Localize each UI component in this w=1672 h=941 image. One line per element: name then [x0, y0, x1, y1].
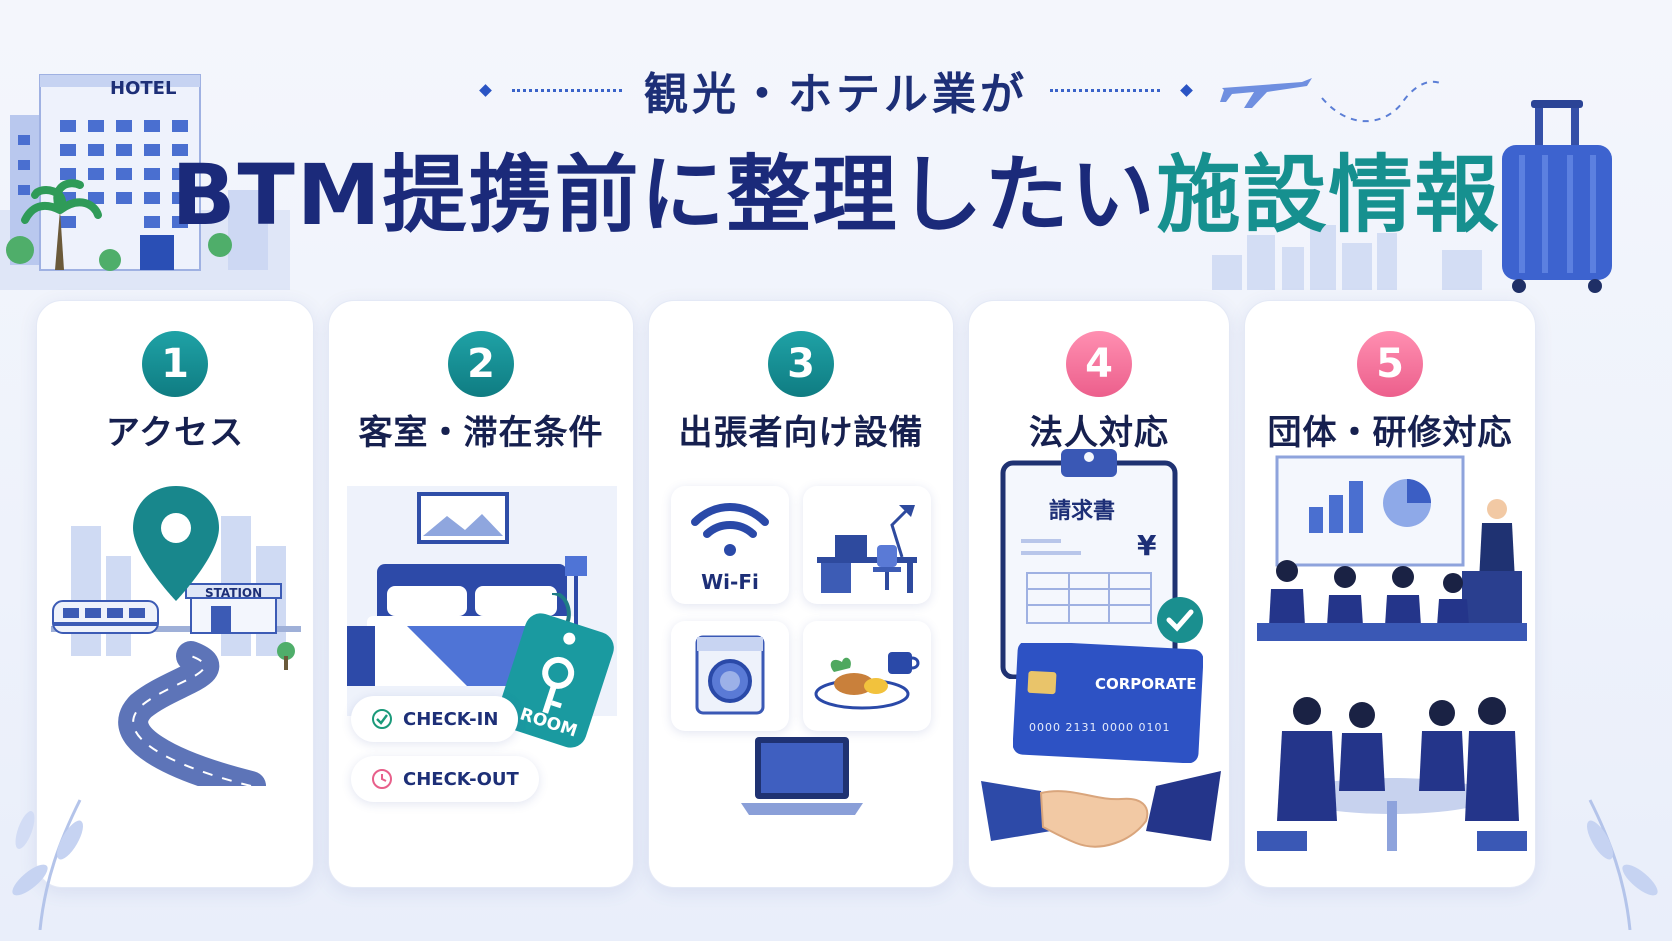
desk-icon [817, 505, 917, 593]
diamond-icon [479, 83, 492, 97]
desk-tile [803, 486, 931, 604]
title-accent: 施設情報 [1156, 146, 1501, 244]
clipboard-icon [1000, 449, 1178, 679]
card-number-badge: 1 [142, 331, 208, 397]
check-badge-icon [1157, 597, 1203, 643]
bed-icon [347, 486, 617, 716]
dotted-divider [1050, 88, 1160, 92]
airplane-icon [1220, 78, 1441, 123]
wifi-tile: Wi-Fi [671, 486, 789, 604]
station-icon [185, 583, 282, 634]
dotted-divider [512, 88, 622, 92]
card-number-badge: 5 [1357, 331, 1423, 397]
title-main: BTM提携前に整理したい [171, 146, 1157, 244]
card-title: 団体・研修対応 [1267, 413, 1513, 453]
wifi-label: Wi-Fi [701, 570, 759, 594]
washing-machine-icon [695, 635, 765, 715]
card-number-badge: 2 [448, 331, 514, 397]
subtitle: 観光・ホテル業が [644, 69, 1028, 120]
access-illustration [51, 486, 301, 786]
leaf-decoration-icon [12, 799, 83, 930]
clock-icon [372, 769, 392, 789]
check-circle-icon [372, 709, 392, 729]
card-number-badge: 3 [768, 331, 834, 397]
wifi-icon [691, 503, 769, 556]
road-icon [118, 641, 266, 786]
train-icon [52, 600, 159, 634]
breakfast-icon [814, 652, 920, 710]
laptop-icon [741, 737, 863, 815]
station-label: STATION [205, 586, 263, 600]
leaf-decoration-icon [1587, 799, 1658, 930]
yen-symbol: ¥ [1137, 529, 1157, 562]
presentation-icon [1257, 455, 1527, 641]
handshake-icon [981, 771, 1221, 848]
card-title: 法人対応 [1029, 413, 1169, 453]
laundry-tile [671, 621, 789, 731]
page-title: BTM提携前に整理したい 施設情報 [0, 128, 1672, 249]
card-brand-label: CORPORATE [1095, 675, 1197, 693]
checkout-label: CHECK-OUT [403, 768, 519, 790]
card-title: 出張者向け設備 [678, 413, 924, 453]
cards-container: 1 アクセス STATION 2 [36, 300, 1636, 890]
checkin-label: CHECK-IN [403, 708, 499, 730]
suitcase-icon [1502, 100, 1612, 293]
meeting-icon [1257, 697, 1527, 851]
hotel-sign: HOTEL [110, 78, 177, 99]
card-group-training: 5 団体・研修対応 [1244, 300, 1536, 888]
card-title: 客室・滞在条件 [358, 413, 604, 453]
card-number-text: 0000 2131 0000 0101 [1029, 721, 1171, 734]
card-room-conditions: 2 客室・滞在条件 ROOM CHECK-IN [328, 300, 634, 888]
diamond-icon [1180, 83, 1193, 97]
hotel-building-icon [0, 74, 290, 290]
checkout-pill: CHECK-OUT [351, 756, 539, 802]
card-business-facilities: 3 出張者向け設備 Wi-Fi [648, 300, 954, 888]
header: HOTEL 観光・ホテル業が BTM提携前に整理したい 施設情報 [0, 0, 1672, 293]
skyline-icon [1212, 225, 1482, 290]
credit-card-icon [1013, 643, 1203, 763]
card-title: アクセス [105, 413, 245, 453]
subtitle-row: 観光・ホテル業が [0, 58, 1672, 122]
breakfast-tile [803, 621, 931, 731]
card-number-badge: 4 [1066, 331, 1132, 397]
invoice-title: 請求書 [1049, 499, 1116, 524]
card-corporate: 4 法人対応 請求書 ¥ CORPORATE 0000 2131 0000 01… [968, 300, 1230, 888]
map-pin-icon [133, 486, 219, 601]
card-access: 1 アクセス STATION [36, 300, 314, 888]
key-icon [497, 593, 614, 748]
checkin-pill: CHECK-IN [351, 696, 519, 742]
